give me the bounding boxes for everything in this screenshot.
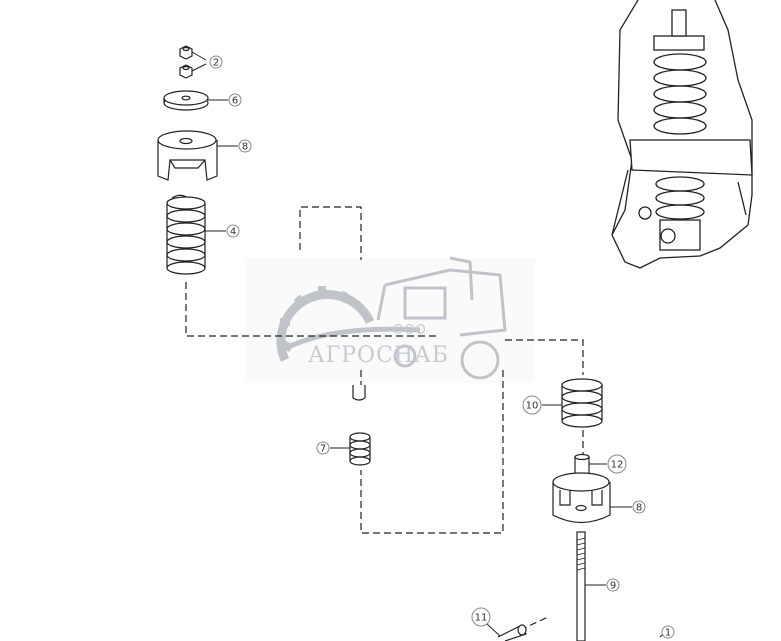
callout-12-label: 12 — [611, 460, 624, 471]
callout-8-bottom: 8 — [610, 500, 646, 514]
callout-6-label: 6 — [232, 96, 238, 107]
watermark-line1: ООО — [393, 323, 427, 338]
callout-1-label: 1 — [665, 628, 671, 639]
callout-12: 12 — [589, 454, 627, 474]
part-7-small-spring — [349, 432, 371, 466]
callout-10: 10 — [522, 395, 562, 415]
part-2-nuts — [179, 45, 193, 79]
callout-8-top: 8 — [217, 139, 252, 153]
callout-4-label: 4 — [230, 227, 236, 238]
part-8-spring-cup-bottom — [552, 472, 611, 524]
callout-10-label: 10 — [526, 401, 539, 412]
part-6-washer — [163, 90, 209, 111]
callout-7-label: 7 — [320, 444, 326, 455]
callout-2-label: 2 — [213, 58, 219, 69]
part-9-threaded-rod — [576, 531, 586, 641]
pin-part — [352, 385, 366, 401]
callout-11: 11 — [471, 607, 501, 637]
callout-1: 1 — [659, 625, 675, 639]
callout-9-label: 9 — [610, 581, 616, 592]
callout-8-top-label: 8 — [242, 142, 248, 153]
callout-8-bottom-label: 8 — [636, 503, 642, 514]
part-10-coil-spring — [561, 378, 603, 428]
part-8-spring-cup-top — [157, 130, 218, 181]
watermark-logo: ООО АГРОСНАБ — [245, 256, 535, 383]
assembly-dashed-lines — [185, 206, 584, 631]
callout-7: 7 — [316, 441, 350, 455]
callout-4: 4 — [205, 224, 240, 238]
callout-9: 9 — [585, 578, 620, 592]
part-4-coil-spring — [166, 194, 206, 275]
callout-2: 2 — [191, 51, 223, 72]
part-11-pin — [497, 624, 527, 641]
callout-11-label: 11 — [475, 613, 488, 624]
watermark-line2: АГРОСНАБ — [308, 343, 449, 368]
callout-6: 6 — [208, 93, 242, 107]
assembly-inset-view — [611, 0, 753, 269]
